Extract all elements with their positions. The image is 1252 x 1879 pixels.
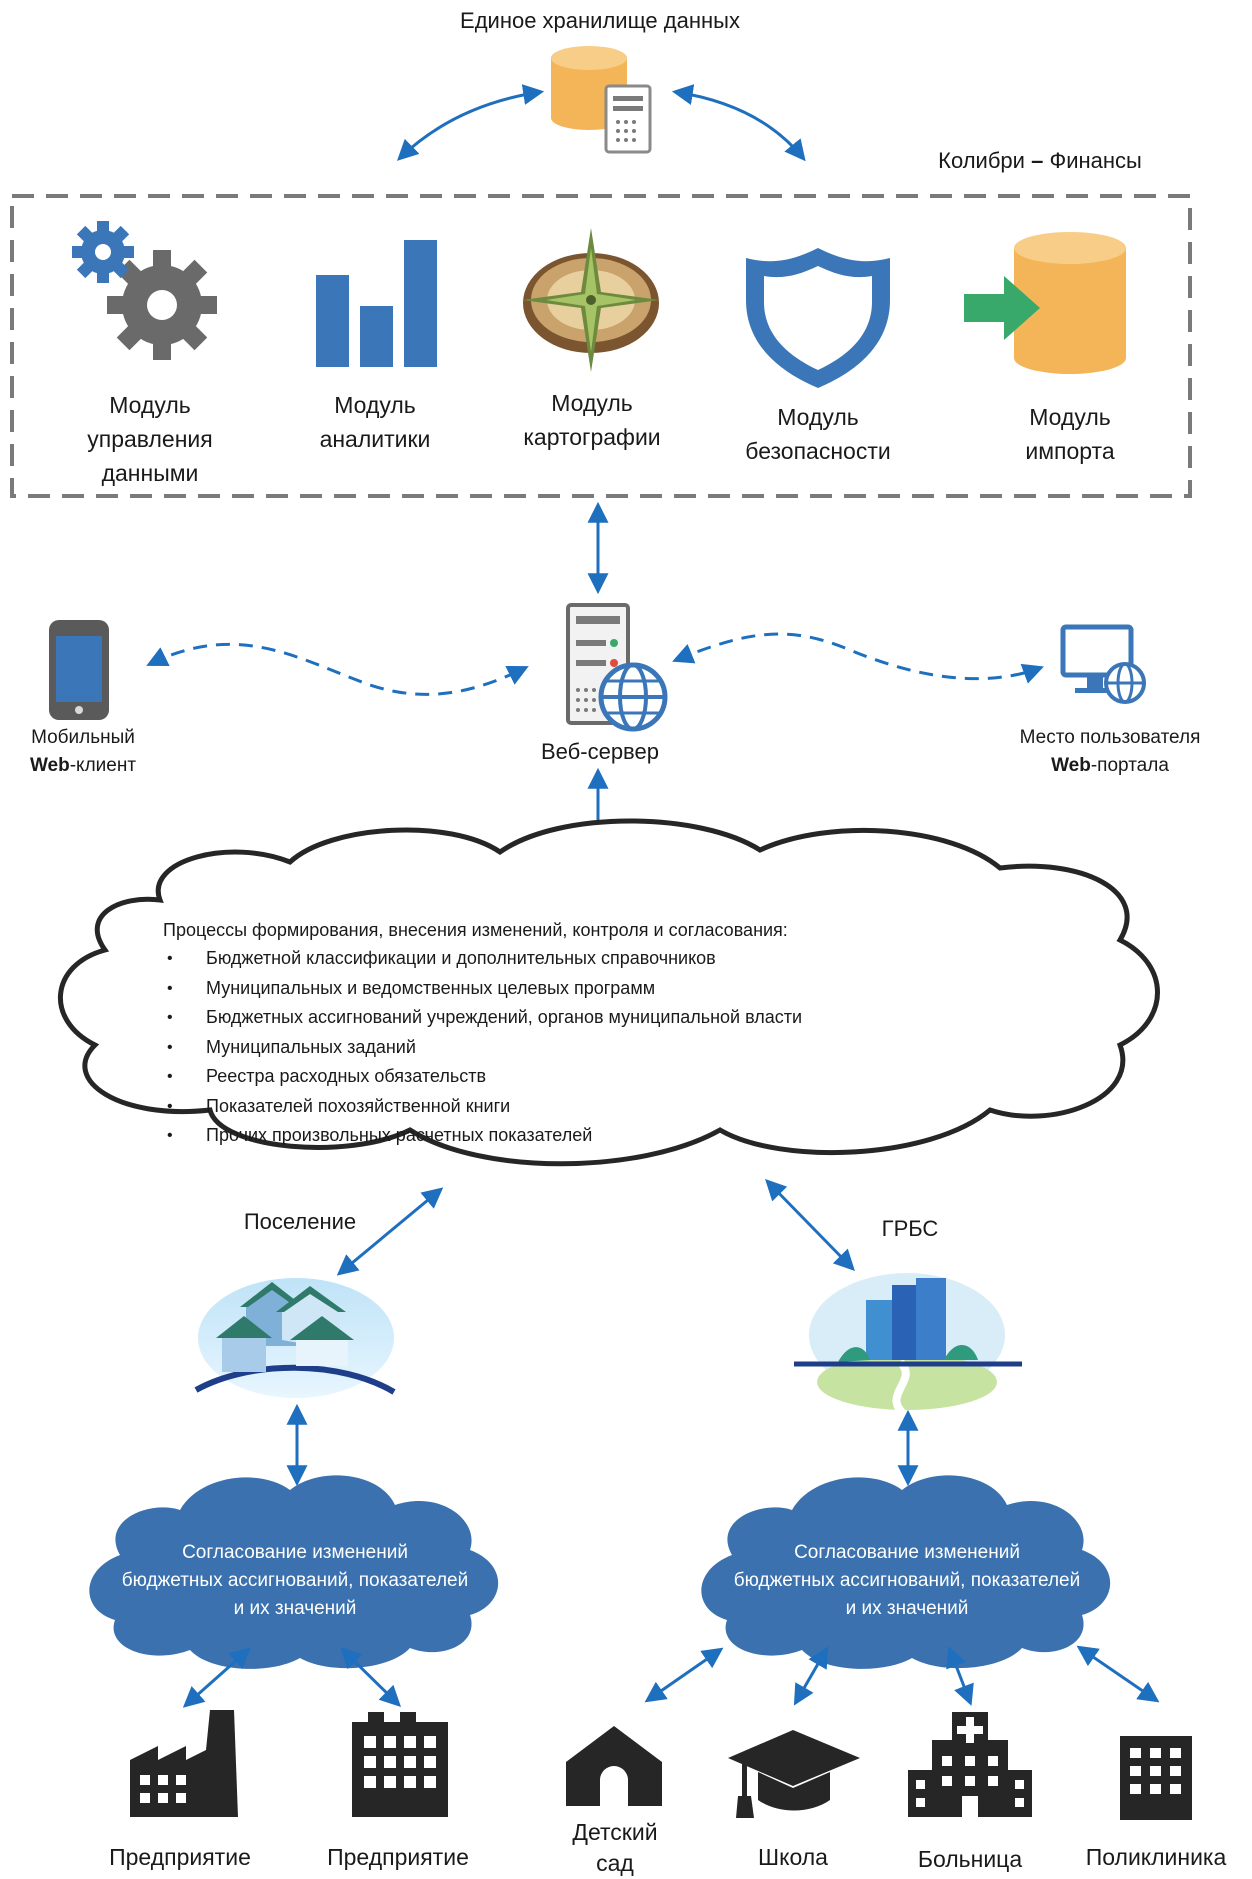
module-label-line: Модуль [551,390,633,416]
factory-icon [130,1710,238,1817]
endpoint-label-hospital: Больница [917,1846,1023,1872]
portal-label: Место пользователя Web-портала [980,724,1240,780]
system-title-part1: Колибри [938,148,1025,173]
cloud-to-enterprise1-arrow [182,1647,252,1708]
right-cloud-text: Согласование изменений бюджетных ассигно… [692,1539,1122,1623]
process-list: Бюджетной классификации и дополнительных… [163,944,802,1151]
process-text: Процессы формирования, внесения изменени… [163,916,802,1151]
db-link-right-arrow [671,84,806,162]
module-label-line: Модуль [777,404,859,430]
process-item: Муниципальных и ведомственных целевых пр… [163,974,802,1004]
hospital-icon [908,1712,1032,1817]
portal-web: Web [1051,755,1091,776]
process-item: Муниципальных заданий [163,1033,802,1063]
cloud-to-school-arrow [793,1646,829,1706]
storage-title: Единое хранилище данных [460,8,740,33]
process-item: Бюджетных ассигнований учреждений, орган… [163,1003,802,1033]
cloud-to-kindergarten-arrow [644,1647,724,1703]
mobile-client-web: Web [29,755,70,776]
mobile-client-rest: -клиент [69,755,137,776]
system-title-part2: Финансы [1049,148,1142,173]
db-link-left-arrow [396,84,545,161]
web-server-label: Веб-сервер [541,739,659,764]
database-import-icon [964,232,1126,374]
kindergarten-icon [566,1726,662,1806]
portal-rest: -портала [1090,755,1169,776]
endpoint-label-kindergarten: Детский сад [540,1817,690,1879]
mobile-client-line2: Web-клиент [0,752,166,780]
compass-icon [522,228,660,372]
module-label-line: картографии [523,424,661,450]
portal-workstation-icon [1060,624,1146,704]
right-approval-cloud [701,1475,1111,1669]
module-label-analytics: Модуль аналитики [270,388,480,456]
module-label-line: Модуль [334,392,416,418]
mobile-client-label: Мобильный Web-клиент [0,724,166,780]
module-label-data-management: Модуль управления данными [40,388,260,490]
module-label-line: управления [87,426,213,452]
server-to-portal-dashed-arrow [672,632,1044,684]
endpoint-label-line: Детский [572,1819,658,1845]
cloud-to-clinic-arrow [1076,1645,1160,1703]
module-label-import: Модуль импорта [960,400,1180,468]
endpoint-label-enterprise-1: Предприятие [109,1844,251,1870]
system-title: Колибри – Финансы [860,144,1220,178]
cloud-text-line: Согласование изменений [794,1542,1020,1563]
gears-icon [72,221,217,360]
central-database-icon [551,46,652,154]
cloud-to-grbs-arrow [765,1178,855,1272]
portal-line1: Место пользователя [1019,727,1201,748]
endpoint-label-line: сад [596,1850,634,1876]
module-label-line: Модуль [1029,404,1111,430]
cloud-text-line: Согласование изменений [182,1542,408,1563]
process-item: Показателей похозяйственной книги [163,1092,802,1122]
office-building-icon [352,1712,448,1817]
cloud-text-line: и их значений [233,1598,357,1619]
bar-chart-icon [316,240,437,367]
clinic-icon [1120,1736,1192,1820]
mobile-client-line1: Мобильный [31,727,135,748]
settlement-icon [194,1278,396,1398]
process-item: Бюджетной классификации и дополнительных… [163,944,802,974]
shield-icon [746,248,890,388]
web-server-icon [566,603,668,732]
module-label-line: аналитики [319,426,431,452]
cloud-text-line: бюджетных ассигнований, показателей [733,1570,1081,1591]
mobile-to-server-dashed-arrow [146,642,529,696]
endpoint-label-clinic: Поликлиника [1085,1844,1227,1870]
module-label-line: данными [101,460,199,486]
module-label-line: Модуль [109,392,191,418]
endpoint-label-enterprise-2: Предприятие [327,1844,469,1870]
cloud-to-enterprise2-arrow [340,1647,401,1707]
process-heading: Процессы формирования, внесения изменени… [163,920,788,940]
graduation-cap-icon [728,1730,860,1818]
left-cloud-text: Согласование изменений бюджетных ассигно… [80,1539,510,1623]
module-label-security: Модуль безопасности [700,400,936,468]
module-label-line: импорта [1025,438,1115,464]
process-item: Прочих произвольных расчетных показателе… [163,1121,802,1151]
cloud-text-line: бюджетных ассигнований, показателей [121,1570,469,1591]
endpoint-label-school: Школа [758,1844,828,1870]
module-label-cartography: Модуль картографии [480,386,704,454]
cloud-to-settlement-arrow [336,1187,444,1276]
process-item: Реестра расходных обязательств [163,1062,802,1092]
module-label-line: безопасности [745,438,891,464]
cloud-text-line: и их значений [845,1598,969,1619]
grbs-building-icon [794,1273,1022,1419]
settlement-title: Поселение [243,1209,357,1234]
cloud-to-hospital-arrow [946,1646,974,1706]
mobile-device-icon [49,620,109,720]
system-title-dash: – [1031,148,1044,173]
grbs-title: ГРБС [881,1216,939,1241]
left-approval-cloud [89,1475,499,1669]
system-frame [10,194,1192,498]
portal-line2: Web-портала [980,752,1240,780]
